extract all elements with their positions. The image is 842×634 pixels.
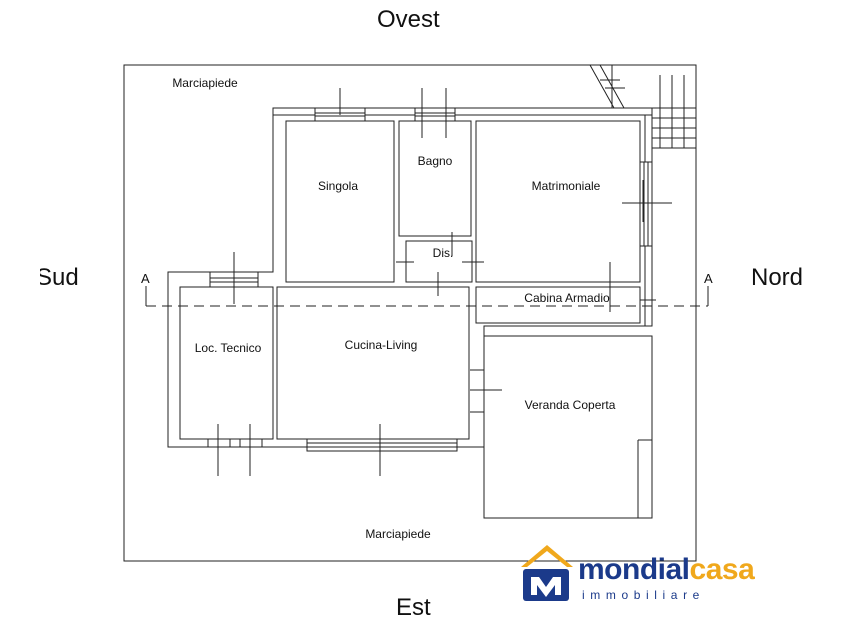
section-marker-right: A	[704, 271, 713, 286]
label-bagno: Bagno	[417, 154, 453, 168]
brand-tagline: immobiliare	[582, 588, 705, 602]
logo-house-icon	[521, 545, 573, 601]
window-matrimoniale	[639, 161, 653, 247]
room-bagno	[398, 120, 472, 237]
room-loc-tecnico	[179, 286, 274, 440]
room-cucina-living	[276, 286, 470, 440]
brand-name-part2: casa	[689, 553, 755, 586]
label-cabina-armadio: Cabina Armadio	[524, 291, 610, 305]
room-matrimoniale	[475, 120, 641, 283]
brand-logo: mondialcasa immobiliare	[518, 541, 778, 605]
brand-name: mondialcasa	[578, 553, 755, 586]
compass-west: Ovest	[377, 6, 440, 33]
label-veranda-coperta: Veranda Coperta	[524, 398, 616, 412]
room-singola	[285, 120, 395, 283]
label-sidewalk-top: Marciapiede	[172, 76, 238, 90]
window-cucina	[306, 438, 458, 452]
compass-east: Est	[396, 594, 431, 621]
lot-boundary	[123, 64, 697, 562]
label-singola: Singola	[317, 179, 359, 193]
room-veranda-coperta	[483, 335, 653, 519]
brand-name-part1: mondial	[578, 553, 690, 586]
label-cucina-living: Cucina-Living	[344, 338, 418, 352]
compass-north: Nord	[751, 264, 804, 291]
label-sidewalk-bottom: Marciapiede	[365, 527, 431, 541]
label-loc-tecnico: Loc. Tecnico	[194, 341, 262, 355]
window-bottom-1	[207, 438, 231, 448]
tick-marks	[217, 88, 672, 476]
window-bottom-2	[239, 438, 263, 448]
label-matrimoniale: Matrimoniale	[531, 179, 601, 193]
label-disimpegno: Dis.	[432, 246, 454, 260]
compass-south: Sud	[36, 264, 79, 291]
window-bagno	[414, 107, 456, 122]
stairs	[589, 64, 696, 149]
room-cabina-armadio	[475, 286, 641, 324]
section-marker-left: A	[141, 271, 150, 286]
